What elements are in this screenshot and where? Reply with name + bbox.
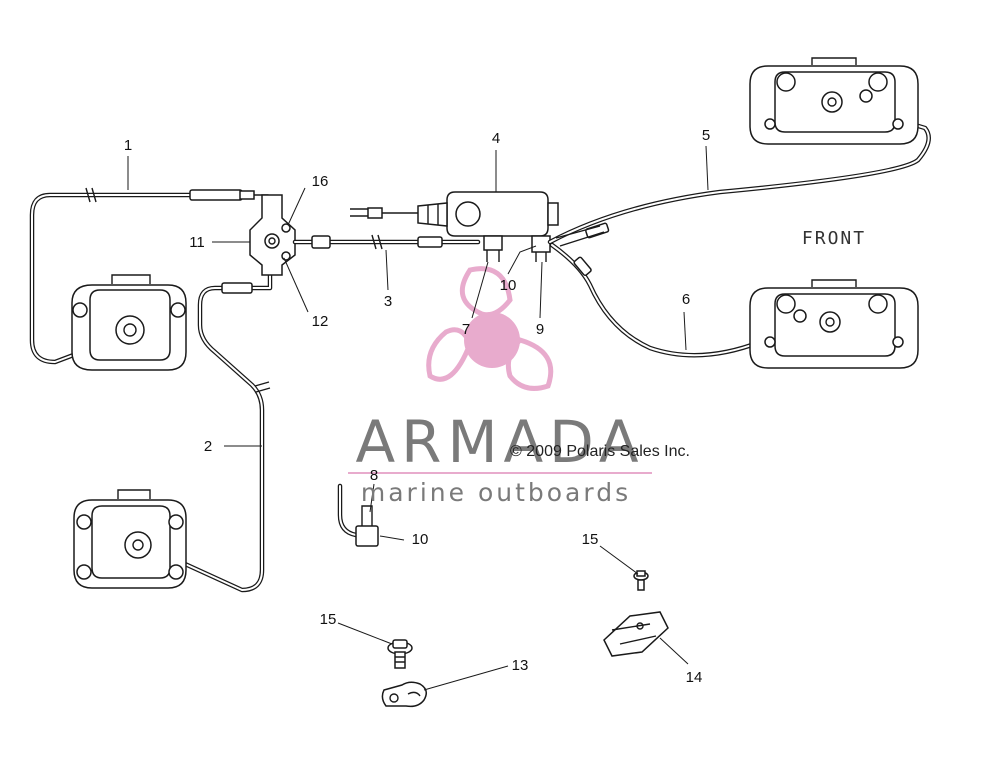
callout-7: 7: [462, 321, 470, 338]
banjo-fitting-detail: [337, 483, 379, 547]
p-clamp: [381, 681, 427, 708]
callout-8: 8: [370, 467, 378, 484]
brake-line-6: [549, 242, 803, 358]
line-bracket: [603, 611, 669, 657]
callout-6: 6: [682, 291, 690, 308]
callout-2: 2: [204, 438, 212, 455]
caliper-rear-left: [73, 489, 187, 589]
callout-1: 1: [124, 137, 132, 154]
brake-tube-3: [292, 234, 481, 250]
brake-hose-1: [29, 187, 273, 365]
brake-line-5: [547, 107, 931, 247]
callout-16: 16: [312, 173, 329, 190]
watermark-tagline: marine outboards: [361, 478, 631, 507]
callout-15-lower: 15: [320, 611, 337, 628]
propeller-logo-icon: [426, 266, 554, 391]
brake-hose-2: [147, 269, 273, 593]
copyright-notice: © 2009 Polaris Sales Inc.: [510, 443, 690, 460]
callout-14: 14: [686, 669, 703, 686]
callout-12: 12: [312, 313, 329, 330]
leader-lines: [127, 145, 709, 691]
callout-numbers: 1 2 3 4 5 6 7 8 9 10 10 11 12 13 14 15 1…: [124, 127, 710, 686]
callout-13: 13: [512, 657, 529, 674]
front-direction-label: FRONT: [802, 228, 866, 249]
master-cylinder: [350, 191, 559, 262]
callout-9: 9: [536, 321, 544, 338]
watermark-brand: ARMADA: [355, 408, 644, 476]
callout-4: 4: [492, 130, 500, 147]
callout-3: 3: [384, 293, 392, 310]
callout-5: 5: [702, 127, 710, 144]
caliper-front-left: [71, 274, 187, 371]
callout-10-upper: 10: [500, 277, 517, 294]
flange-bolt-upper: [633, 570, 649, 591]
callout-11: 11: [189, 234, 205, 251]
armada-watermark: [348, 266, 652, 474]
caliper-front-right: [749, 57, 919, 145]
brake-junction-block: [249, 194, 296, 276]
caliper-front-right-lower: [749, 279, 919, 369]
flange-bolt-lower: [387, 639, 413, 669]
callout-10-lower: 10: [412, 531, 429, 548]
callout-15-upper: 15: [582, 531, 599, 548]
